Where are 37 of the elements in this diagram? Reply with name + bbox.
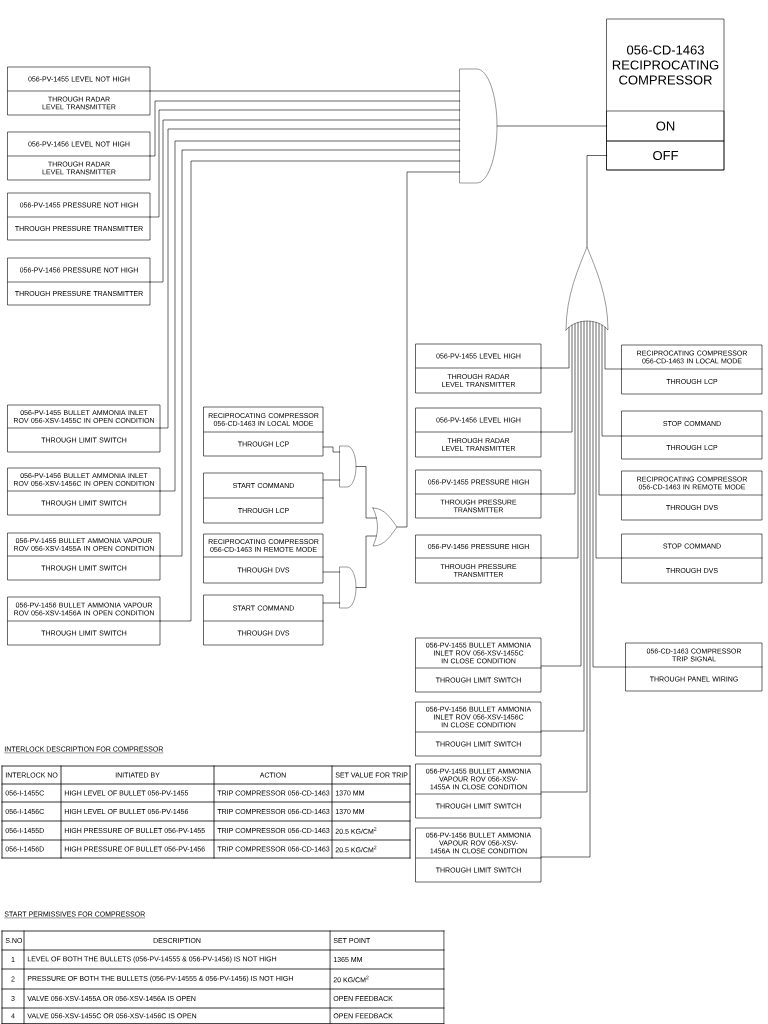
signal-line xyxy=(160,140,460,492)
signal-line xyxy=(604,327,622,370)
signal-line xyxy=(541,321,585,732)
signal-line xyxy=(150,100,460,157)
signal-line xyxy=(595,322,622,559)
signal-line xyxy=(323,571,340,573)
signal-line xyxy=(323,479,340,481)
signal-line xyxy=(592,321,626,668)
and-gate xyxy=(339,566,357,609)
signal-line xyxy=(541,321,591,858)
or-gate xyxy=(565,246,609,331)
state-box: OFF xyxy=(606,140,725,171)
signal-line xyxy=(356,466,377,519)
signal-line xyxy=(160,128,460,429)
signal-line xyxy=(397,171,460,528)
signal-line xyxy=(541,321,582,667)
signal-line xyxy=(323,446,340,453)
signal-line xyxy=(541,321,588,793)
and-gate xyxy=(339,445,357,488)
signal-line xyxy=(541,322,579,559)
state-box: ON xyxy=(606,110,725,142)
signal-line xyxy=(160,160,460,622)
signal-line xyxy=(541,323,576,495)
signal-line xyxy=(150,119,460,283)
signal-line xyxy=(541,327,570,369)
signal-line xyxy=(160,149,460,557)
signal-line xyxy=(150,109,460,218)
signal-line xyxy=(356,535,377,588)
and-gate xyxy=(459,68,498,184)
signal-line xyxy=(323,602,340,604)
or-gate xyxy=(372,507,398,547)
signal-line xyxy=(586,155,607,247)
signal-line xyxy=(150,90,460,92)
signal-line xyxy=(497,125,607,127)
signal-line xyxy=(541,324,573,433)
signal-line xyxy=(598,323,622,496)
signal-line xyxy=(601,324,622,437)
